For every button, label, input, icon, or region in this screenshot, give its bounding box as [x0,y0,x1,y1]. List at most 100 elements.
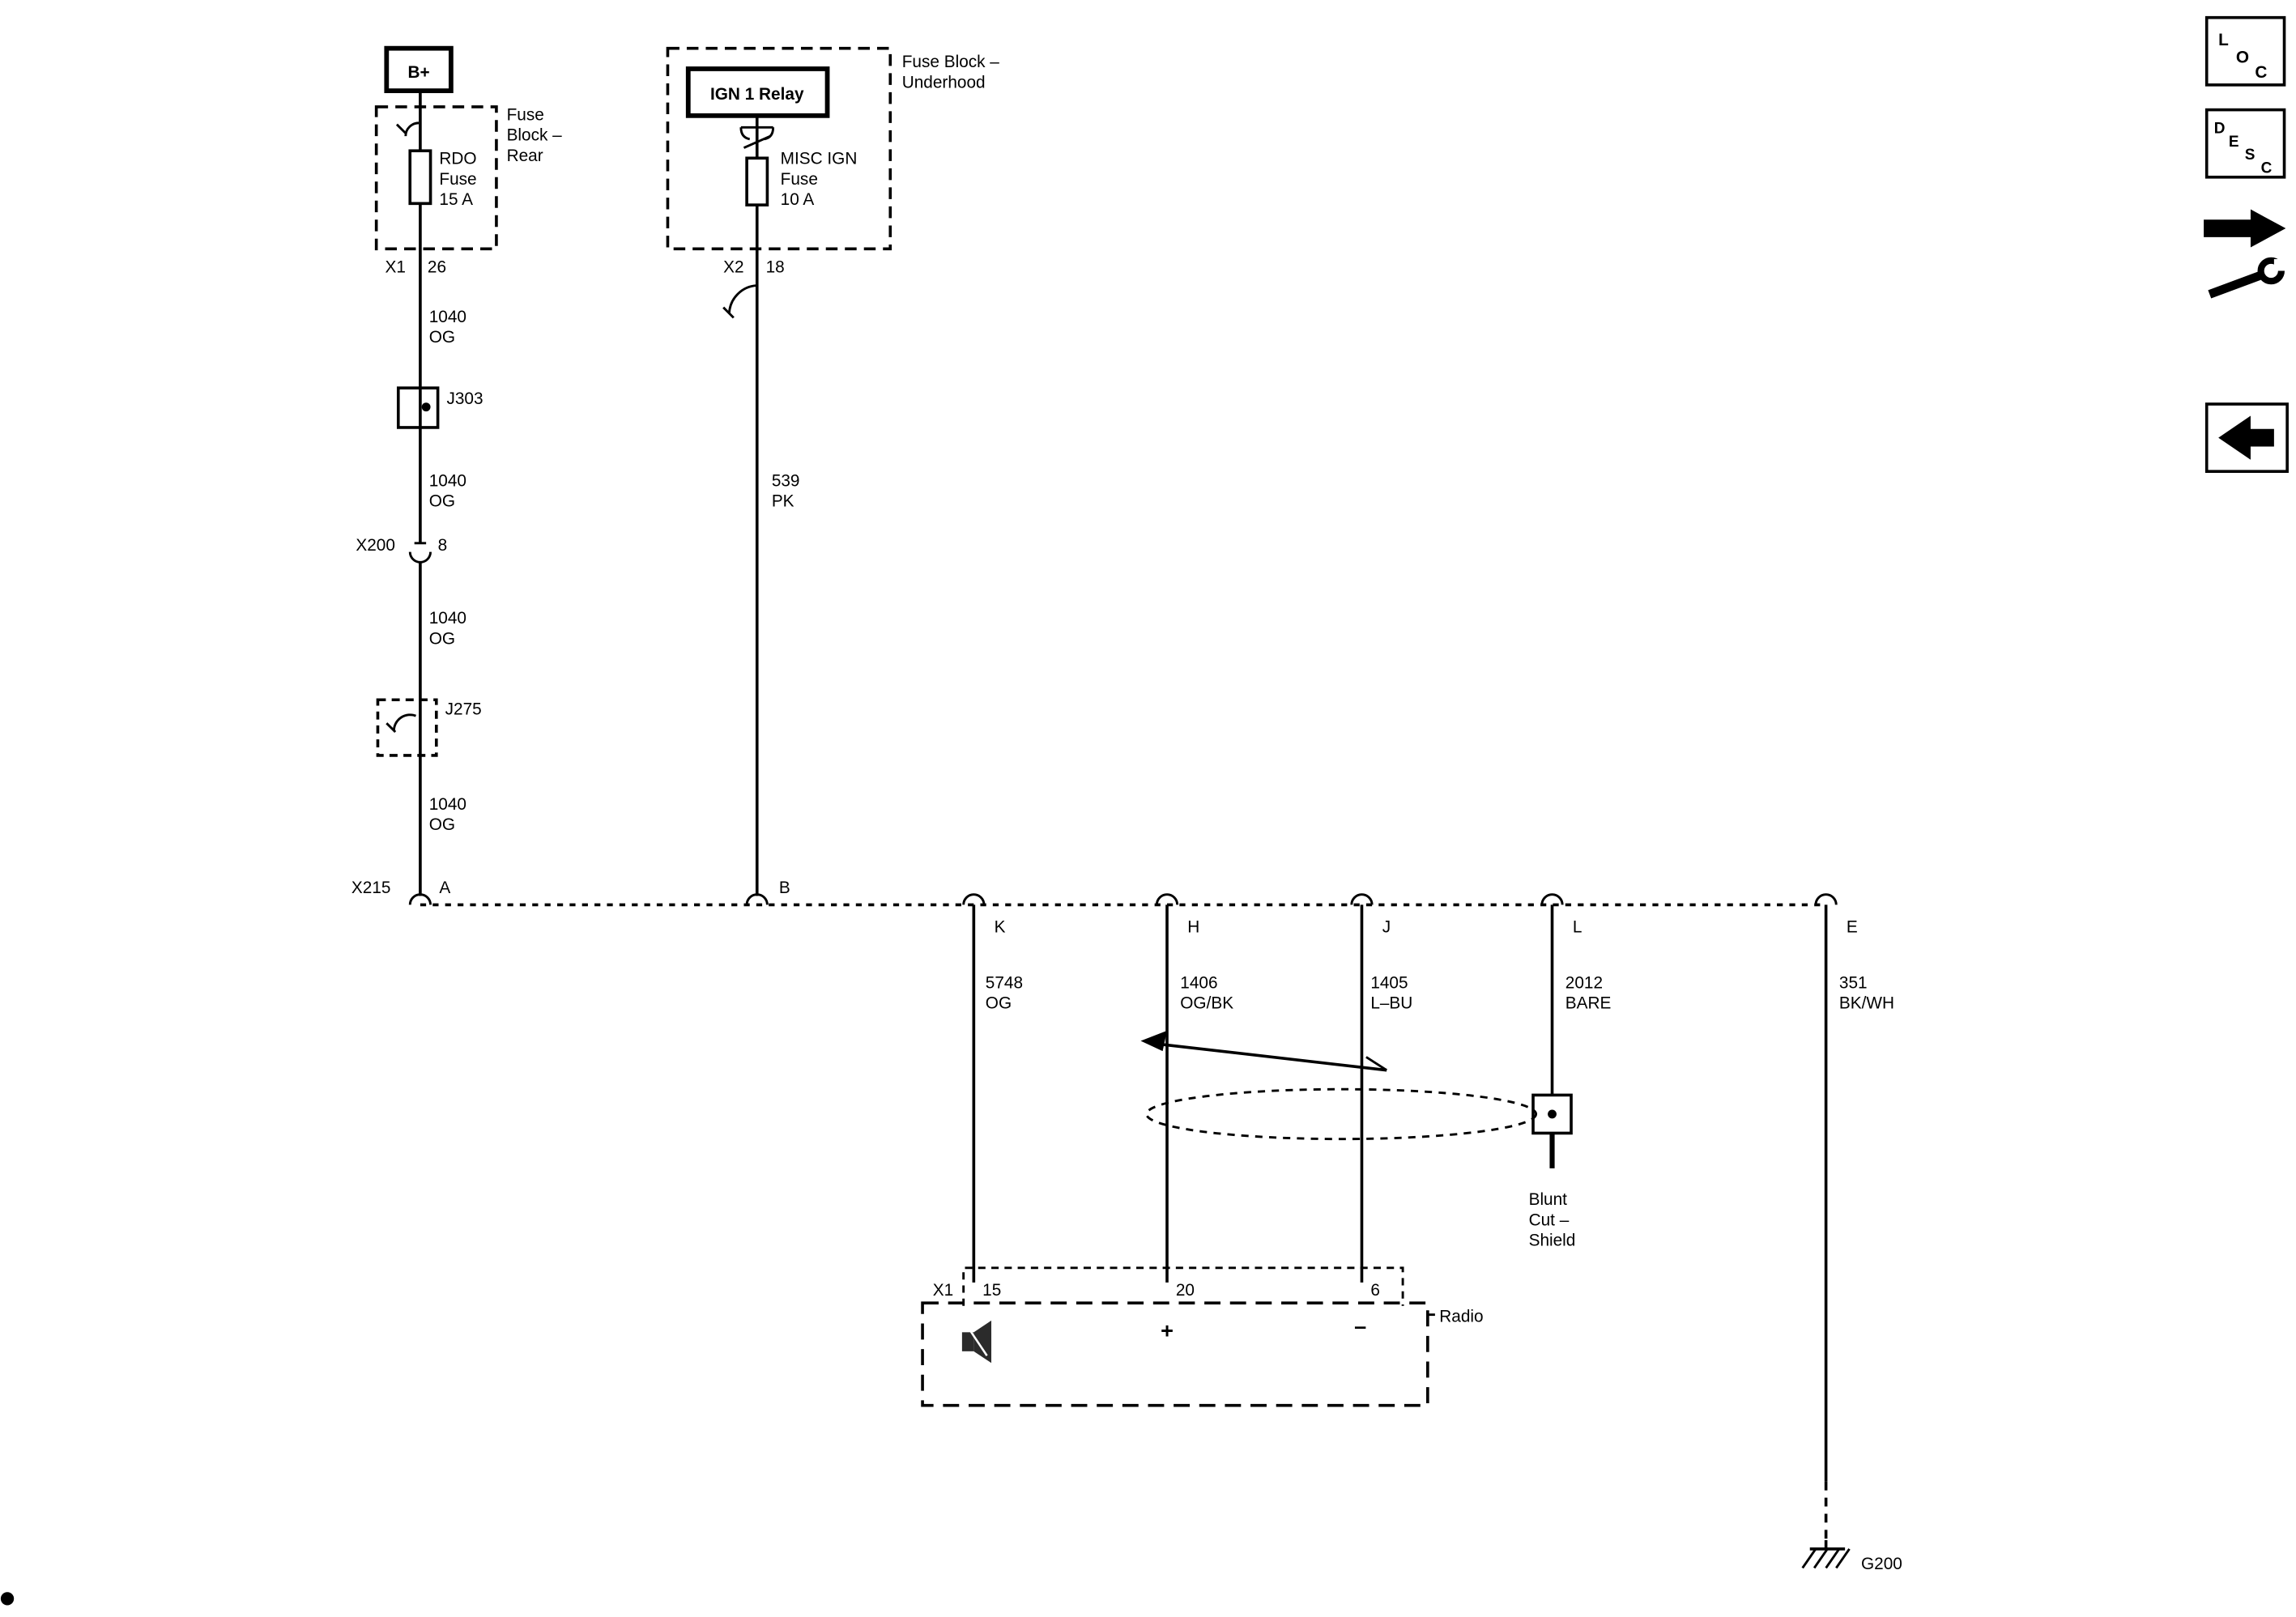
drop-k: K 5748 OG [972,904,1023,1283]
rdo-fuse-branch: B+ Fuse Block – Rear RDO Fuse 15 A X1 26… [351,45,563,897]
blunt-cut-note-3: Shield [1529,1232,1576,1250]
wire-5748-color: OG [986,994,1012,1013]
bus-pin-k-label: K [995,918,1006,937]
wire-1040-circuit: 1040 [429,308,466,326]
blunt-cut-dot [1548,1109,1557,1119]
connector-x1-name: X1 [386,257,406,276]
terminal-hook-symbol [395,123,407,134]
terminal-hook-symbol [404,121,420,137]
splice-j275-box [376,698,438,757]
twisted-pair-arrow-barb [1365,1056,1387,1071]
bus-pin-e-label: E [1847,918,1858,937]
bus-junction-b [745,893,769,905]
drop-l-shield: L 2012 BARE Blunt Cut – Shield [1529,904,1612,1250]
wire-351-color: BK/WH [1839,994,1894,1013]
wire-1405-circuit: 1405 [1370,973,1408,992]
wire-1040-circuit: 1040 [429,795,466,814]
radio-component: X1 15 20 6 Radio + – [921,1266,1484,1407]
splice-j303-box [396,386,440,429]
wire-1406-color: OG/BK [1180,994,1233,1013]
ground-symbol [1813,1548,1829,1569]
connector-x2-name: X2 [723,257,743,276]
terminal-hook-symbol [392,713,417,731]
fuse-block-underhood-box [666,46,892,251]
twisted-pair-arrowhead [1140,1030,1168,1052]
connector-x2-pin: 18 [766,257,785,276]
ign-relay-branch: Fuse Block – Underhood IGN 1 Relay MISC … [666,46,999,897]
splice-bus [408,893,1838,907]
drop-h: H 1406 OG/BK [1165,904,1233,1283]
twisted-pair-annotation [1140,1030,1538,1141]
connector-female-cup [408,551,432,564]
blunt-cut-note-2: Cut – [1529,1211,1570,1229]
wire-351-circuit: 351 [1839,973,1868,992]
misc-ign-fuse-label-3: 10 A [781,190,815,209]
connector-x200-name: X200 [356,536,395,555]
wire-1405-color: L–BU [1370,994,1412,1013]
bus-junction-l [1540,893,1564,905]
terminal-hook-symbol [722,306,735,319]
wire-2012-color: BARE [1565,994,1612,1013]
ign1-relay-box [685,66,830,118]
wire-1040-color: OG [429,492,455,511]
bus-junction-j [1350,893,1374,905]
wire-2012-circuit: 2012 [1565,973,1603,992]
wire-1040-color: OG [429,815,455,834]
bus-pin-b-label: B [779,879,790,897]
rdo-fuse-label-2: Fuse [439,170,476,189]
bus-junction-e [1814,893,1838,905]
desc-letter-e: E [2229,134,2239,151]
radio-plus-sign: + [1161,1318,1174,1343]
bus-pin-h-label: H [1187,918,1199,937]
splice-j275-label: J275 [445,700,482,718]
wire-1406-circuit: 1406 [1180,973,1217,992]
bus-pin-j-label: J [1382,918,1391,937]
desc-letter-s: S [2245,147,2256,164]
ground-g200-label: G200 [1861,1555,1902,1573]
radio-pin-6: 6 [1370,1281,1380,1300]
wire-1040-circuit: 1040 [429,471,466,490]
wire-1040-color: OG [429,328,455,347]
radio-box [921,1301,1429,1407]
wire-1040-circuit: 1040 [429,609,466,628]
loc-letter-c: C [2255,63,2267,82]
loc-button[interactable]: L O C [2204,15,2286,87]
fuse-block-rear-label-3: Rear [507,147,543,165]
ground-symbol [1825,1548,1841,1569]
terminal-hook-symbol [727,284,757,314]
radio-label: Radio [1439,1308,1483,1326]
wire-539-circuit: 539 [772,471,800,490]
relay-contact-symbol [739,127,751,141]
connector-x1-pin: 26 [428,257,446,276]
wrench-icon [2208,270,2263,299]
relay-contact-symbol [743,134,771,149]
battery-feed-label: B+ [408,63,430,82]
back-arrow-icon [2218,415,2274,460]
speaker-icon [961,1320,992,1364]
splice-j303-label: J303 [446,389,483,408]
blunt-cut-note-1: Blunt [1529,1190,1568,1209]
bus-junction-k [962,893,986,905]
page-mark-dot [0,1592,15,1606]
fuse-block-rear-label-2: Block – [507,126,563,145]
bus-junction-a [408,893,432,905]
radio-pin-20: 20 [1176,1281,1195,1300]
drop-j: J 1405 L–BU [1360,904,1412,1283]
fuse-block-rear-label-1: Fuse [507,105,544,124]
shield-ellipse [1145,1087,1538,1141]
desc-letter-c: C [2261,160,2273,177]
desc-button[interactable]: D E S C [2204,108,2286,179]
rdo-fuse-label-3: 15 A [439,190,473,209]
repair-procedure-button[interactable] [2204,209,2288,299]
twisted-pair-arrow-line [1157,1042,1387,1072]
fuse-block-rear-box [374,105,498,251]
back-button[interactable] [2204,402,2289,474]
terminal-hook-symbol [386,722,397,734]
desc-letter-d: D [2214,121,2226,138]
loc-letter-l: L [2218,31,2229,49]
rdo-fuse-symbol [408,149,432,206]
wire-539-color: PK [772,492,794,511]
ground-symbol [1801,1548,1817,1569]
